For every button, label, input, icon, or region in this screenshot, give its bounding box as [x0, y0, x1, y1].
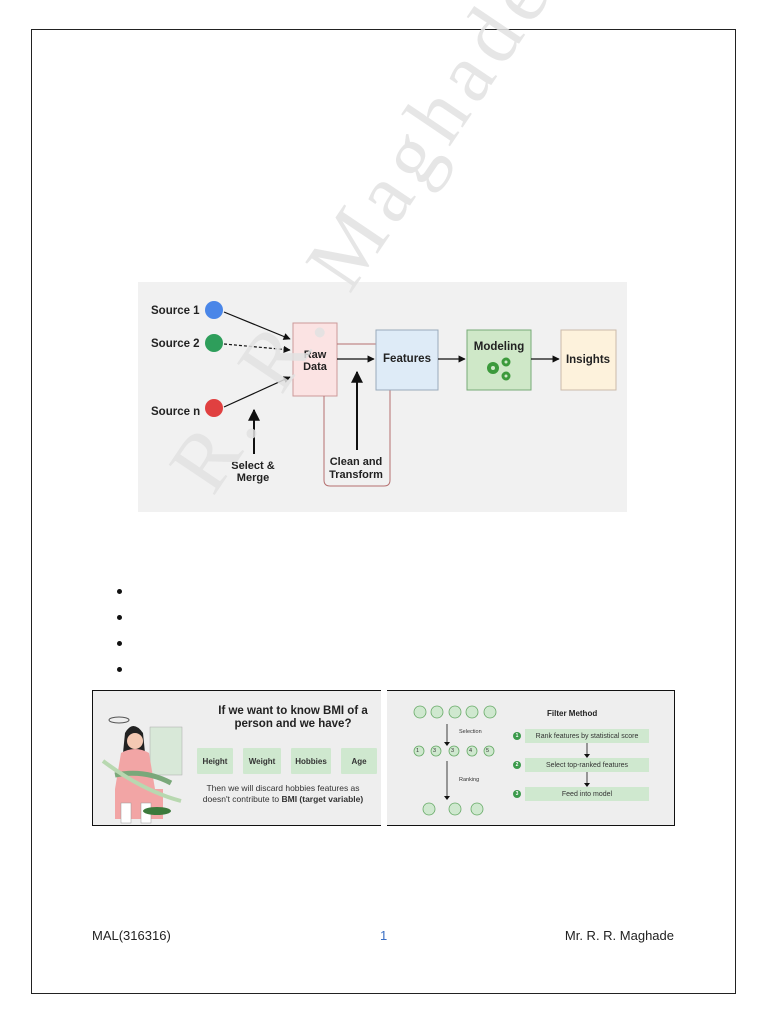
- filter-step-1: Rank features by statistical score: [525, 729, 649, 743]
- clean-transform-label-line1: Clean and: [330, 456, 383, 468]
- insights-label: Insights: [566, 354, 610, 366]
- filter-method-title: Filter Method: [547, 709, 598, 718]
- clean-transform-label-line2: Transform: [329, 469, 383, 481]
- modeling-box: [466, 329, 532, 391]
- select-merge-label-line1: Select &: [231, 460, 274, 472]
- modeling-label: Modeling: [474, 341, 524, 353]
- source-2-dot: [205, 334, 223, 352]
- rank-node-4: 4: [469, 748, 473, 754]
- pipeline-svg: Source 1 Source 2 Source n Raw Data Feat…: [151, 301, 617, 487]
- select-merge-label-line2: Merge: [237, 472, 269, 484]
- arrow-sourcen-raw: [223, 376, 291, 408]
- rank-node-2: 3: [433, 748, 437, 754]
- feature-chip-hobbies: Hobbies: [291, 748, 331, 774]
- filter-step-arrows: [584, 743, 590, 787]
- bmi-note-text: Then we will discard hobbies features as…: [202, 783, 360, 804]
- clean-transform-loop: [323, 343, 391, 487]
- source-1-label: Source 1: [151, 305, 200, 317]
- bmi-note: Then we will discard hobbies features as…: [197, 783, 369, 805]
- feature-chip-weight: Weight: [243, 748, 281, 774]
- filter-method-panel: Selection Ranking 1 3 3 4 5 Filter Metho…: [387, 690, 675, 826]
- source-n-dot: [205, 399, 223, 417]
- insights-box: [560, 329, 617, 391]
- bmi-question: If we want to know BMI of a person and w…: [218, 705, 368, 730]
- footer-page-number: 1: [380, 928, 388, 943]
- footer-author: Mr. R. R. Maghade: [564, 928, 674, 943]
- rank-node-3: 3: [451, 748, 455, 754]
- gears-icon: [487, 357, 511, 381]
- filter-step-3: Feed into model: [525, 787, 649, 801]
- selection-label: Selection: [459, 729, 482, 735]
- footer-course-code: MAL(316316): [92, 928, 171, 943]
- raw-data-label-line2: Data: [303, 361, 328, 373]
- page-border: [31, 29, 736, 994]
- person-illustration: [101, 716, 183, 824]
- source-2-label: Source 2: [151, 338, 200, 350]
- bmi-example-panel: If we want to know BMI of a person and w…: [92, 690, 381, 826]
- raw-data-box: [292, 322, 338, 397]
- feature-chip-height: Height: [197, 748, 233, 774]
- rank-node-5: 5: [486, 748, 490, 754]
- source-n-label: Source n: [151, 406, 200, 418]
- selection-ranking-graphic: [413, 705, 497, 816]
- data-pipeline-figure: Source 1 Source 2 Source n Raw Data Feat…: [138, 282, 627, 512]
- step-number-2: 2: [513, 761, 521, 769]
- filter-step-2: Select top-ranked features: [525, 758, 649, 772]
- ranking-label: Ranking: [459, 777, 480, 783]
- bmi-note-target: BMI (target variable): [281, 794, 364, 804]
- source-1-dot: [205, 301, 223, 319]
- arrow-source2-raw: [223, 343, 291, 353]
- features-label: Features: [383, 353, 431, 365]
- features-box: [375, 329, 439, 391]
- arrow-source1-raw: [223, 311, 291, 340]
- feature-chip-age: Age: [341, 748, 377, 774]
- raw-data-label-line1: Raw: [304, 349, 327, 361]
- step-number-3: 3: [513, 790, 521, 798]
- rank-node-1: 1: [416, 748, 420, 754]
- step-number-1: 1: [513, 732, 521, 740]
